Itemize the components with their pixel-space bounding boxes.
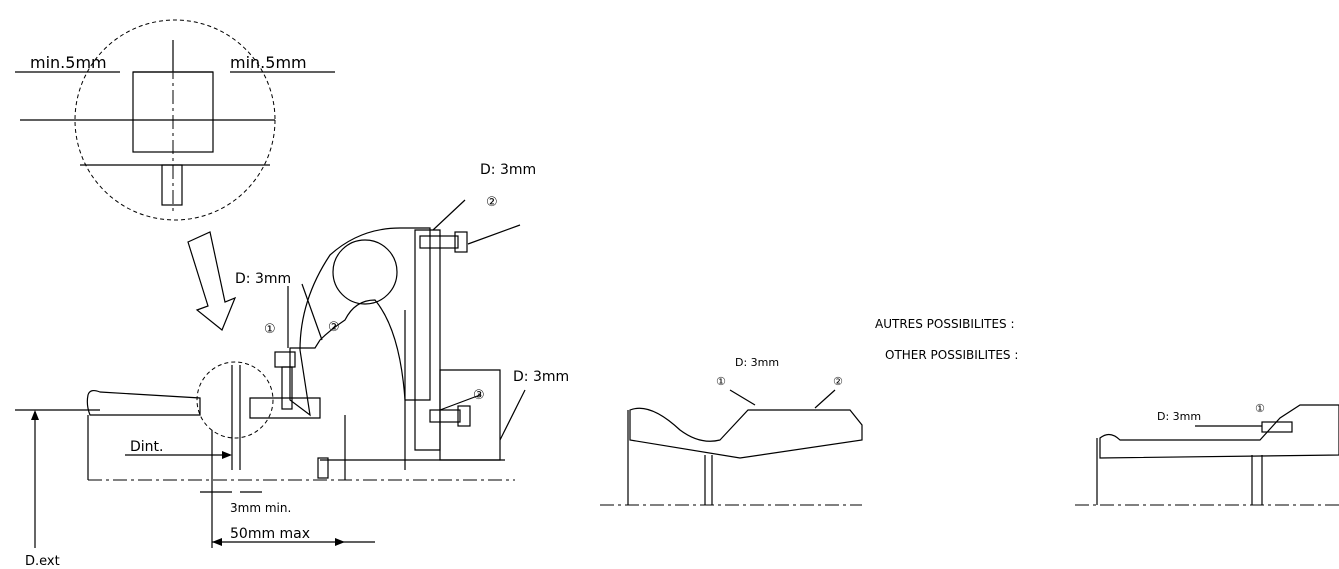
detail-view	[15, 19, 335, 221]
marker-c2: ②	[833, 375, 843, 388]
min-left-label: min.5mm	[30, 53, 107, 72]
marker-1: ①	[264, 322, 276, 337]
dint-label: Dint.	[130, 439, 163, 455]
d-far-label: D: 3mm	[1157, 410, 1201, 423]
marker-2a: ②	[328, 320, 340, 335]
alt-section-right	[1075, 404, 1339, 506]
other-label: OTHER POSSIBILITES :	[885, 348, 1018, 362]
d-mid-label: D: 3mm	[235, 271, 291, 287]
main-section	[15, 199, 526, 548]
alt-section-center	[600, 389, 863, 506]
three-min-label: 3mm min.	[230, 501, 291, 515]
marker-c1: ①	[716, 375, 726, 388]
dext-label: D.ext	[25, 554, 60, 569]
min-right-label: min.5mm	[230, 53, 307, 72]
autres-label: AUTRES POSSIBILITES :	[875, 317, 1015, 331]
d-top-label: D: 3mm	[480, 162, 536, 178]
marker-3: ③	[473, 388, 485, 403]
marker-2b: ②	[486, 195, 498, 210]
view-arrow	[187, 231, 237, 331]
fifty-max-label: 50mm max	[230, 526, 310, 542]
marker-f1: ①	[1255, 402, 1265, 415]
d-center-label: D: 3mm	[735, 356, 779, 369]
d-right-label: D: 3mm	[513, 369, 569, 385]
